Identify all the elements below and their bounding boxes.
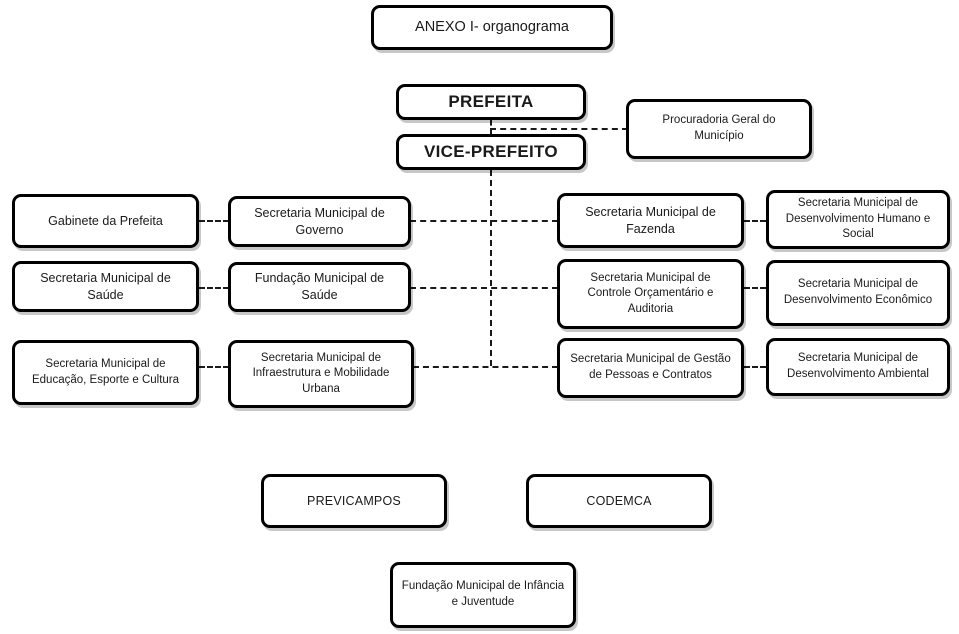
- node-label: Secretaria Municipal de Saúde: [40, 270, 171, 302]
- node-label: Secretaria Municipal de Desenvolvimento …: [783, 278, 933, 306]
- node-sec-gestao-pessoas-contratos[interactable]: Secretaria Municipal de Gestão de Pessoa…: [557, 338, 744, 398]
- node-label: Secretaria Municipal de Desenvolvimento …: [785, 197, 931, 241]
- connector-row3-col2-spine: [413, 366, 558, 368]
- connector-row3-col3-col4: [744, 366, 766, 368]
- node-label: Gabinete da Prefeita: [48, 213, 163, 228]
- node-label: Secretaria Municipal de Educação, Esport…: [31, 357, 180, 386]
- node-procuradoria-geral[interactable]: Procuradoria Geral do Município: [626, 99, 812, 159]
- node-sec-saude[interactable]: Secretaria Municipal de Saúde: [12, 261, 199, 312]
- connector-row3-col1-col2: [199, 366, 229, 368]
- node-sec-desenvolvimento-humano-social[interactable]: Secretaria Municipal de Desenvolvimento …: [766, 190, 950, 249]
- node-label: CODEMCA: [586, 493, 652, 508]
- node-sec-governo[interactable]: Secretaria Municipal de Governo: [228, 196, 411, 247]
- node-label: Secretaria Municipal de Desenvolvimento …: [787, 352, 929, 380]
- node-gabinete-da-prefeita[interactable]: Gabinete da Prefeita: [12, 194, 199, 248]
- connector-row1-col1-col2: [199, 220, 229, 222]
- node-label: Fundação Municipal de Saúde: [254, 271, 385, 302]
- node-sec-desenvolvimento-ambiental[interactable]: Secretaria Municipal de Desenvolvimento …: [766, 338, 950, 396]
- connector-row2-col2-spine: [410, 287, 558, 289]
- node-previcampos[interactable]: PREVICAMPOS: [261, 474, 447, 528]
- node-sec-educacao-esporte-cultura[interactable]: Secretaria Municipal de Educação, Esport…: [12, 340, 199, 405]
- connector-executive-spine: [490, 170, 492, 366]
- node-label: Secretaria Municipal de Fazenda: [585, 204, 716, 236]
- node-label: VICE-PREFEITO: [424, 141, 558, 161]
- node-title-box[interactable]: ANEXO I- organograma: [371, 5, 613, 50]
- node-label: PREVICAMPOS: [307, 493, 401, 508]
- node-label: Secretaria Municipal de Governo: [254, 205, 385, 237]
- node-label: PREFEITA: [448, 91, 534, 111]
- node-sec-desenvolvimento-economico[interactable]: Secretaria Municipal de Desenvolvimento …: [766, 260, 950, 326]
- node-sec-infraestrutura-mobilidade[interactable]: Secretaria Municipal de Infraestrutura e…: [228, 340, 414, 408]
- connector-prefeita-vice: [490, 120, 492, 135]
- node-label: Secretaria Municipal de Gestão de Pessoa…: [570, 353, 731, 381]
- connector-row1-col2-spine: [410, 220, 558, 222]
- node-label: Procuradoria Geral do Município: [662, 114, 776, 142]
- connector-row1-col3-col4: [744, 220, 766, 222]
- node-codemca[interactable]: CODEMCA: [526, 474, 712, 528]
- connector-row2-col1-col2: [199, 287, 229, 289]
- node-label: ANEXO I- organograma: [415, 18, 569, 35]
- node-prefeita[interactable]: PREFEITA: [396, 84, 586, 120]
- connector-executive-procuradoria: [490, 128, 628, 130]
- node-label: Fundação Municipal de Infância e Juventu…: [401, 580, 565, 608]
- node-fundacao-saude[interactable]: Fundação Municipal de Saúde: [228, 262, 411, 312]
- node-fundacao-infancia-juventude[interactable]: Fundação Municipal de Infância e Juventu…: [390, 562, 576, 628]
- node-sec-fazenda[interactable]: Secretaria Municipal de Fazenda: [557, 193, 744, 248]
- node-vice-prefeito[interactable]: VICE-PREFEITO: [396, 134, 586, 170]
- node-sec-controle-orcamentario[interactable]: Secretaria Municipal de Controle Orçamen…: [557, 259, 744, 329]
- node-label: Secretaria Municipal de Controle Orçamen…: [587, 271, 714, 315]
- node-label: Secretaria Municipal de Infraestrutura e…: [252, 351, 390, 395]
- connector-row2-col3-col4: [744, 287, 766, 289]
